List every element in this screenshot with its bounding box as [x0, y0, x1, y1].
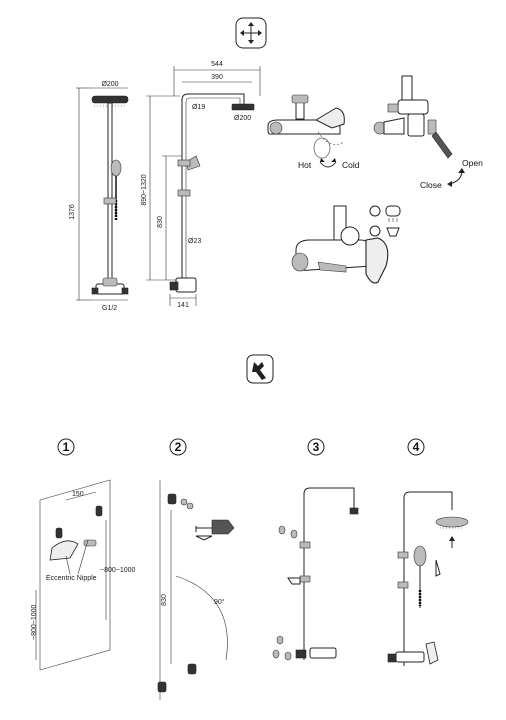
spacing-label: 150: [72, 491, 84, 498]
step-3-drawing: [272, 487, 359, 661]
cold-label: Cold: [342, 160, 360, 170]
front-view-drawing: 1376 Ø200 G1/2: [69, 81, 129, 312]
open-close-detail: Open Close: [373, 75, 483, 190]
height-range-a-label: ~800~1000: [100, 567, 136, 574]
diverter-detail: [291, 205, 401, 284]
step-1: 1: [57, 438, 75, 456]
arm-length-label: 390: [211, 74, 223, 81]
hot-cold-detail: Hot Cold: [267, 94, 360, 170]
head-diameter-left-label: Ø200: [101, 81, 118, 88]
step-4: 4: [407, 438, 425, 456]
open-label: Open: [462, 158, 483, 168]
bar-height-label: 830: [157, 216, 164, 228]
step-3: 3: [307, 438, 325, 456]
step-4-drawing: [387, 491, 469, 666]
step-2: 2: [169, 438, 187, 456]
mount-height-label: 830: [161, 594, 168, 606]
step-3-number: 3: [313, 440, 320, 454]
angle-label: 90°: [214, 598, 225, 606]
head-diameter-right-label: Ø200: [234, 115, 251, 122]
inlet-thread-label: G1/2: [102, 305, 117, 312]
height-range-b-label: ~800~1000: [31, 604, 38, 640]
step-2-number: 2: [175, 440, 182, 454]
side-view-drawing: 544 390 890~1320 830 Ø19 Ø200 Ø23 141: [141, 61, 261, 309]
close-label: Close: [420, 180, 442, 190]
step-2-drawing: 830 90°: [157, 480, 235, 700]
eccentric-nipple-label: Eccentric Nipple: [46, 575, 97, 582]
wrench-icon: [246, 354, 274, 384]
base-offset-label: 141: [177, 302, 189, 309]
overall-width-label: 544: [211, 61, 223, 68]
dimensions-icon: [235, 17, 267, 49]
overall-height-label: 1376: [69, 204, 76, 220]
pipe-lower-label: Ø23: [188, 238, 201, 245]
hot-label: Hot: [298, 160, 312, 170]
adjust-range-label: 890~1320: [141, 174, 148, 205]
step-1-number: 1: [63, 440, 70, 454]
step-4-number: 4: [413, 440, 420, 454]
pipe-upper-label: Ø19: [192, 104, 205, 111]
step-1-drawing: 150 Eccentric Nipple ~800~1000 ~800~1000: [31, 479, 136, 671]
